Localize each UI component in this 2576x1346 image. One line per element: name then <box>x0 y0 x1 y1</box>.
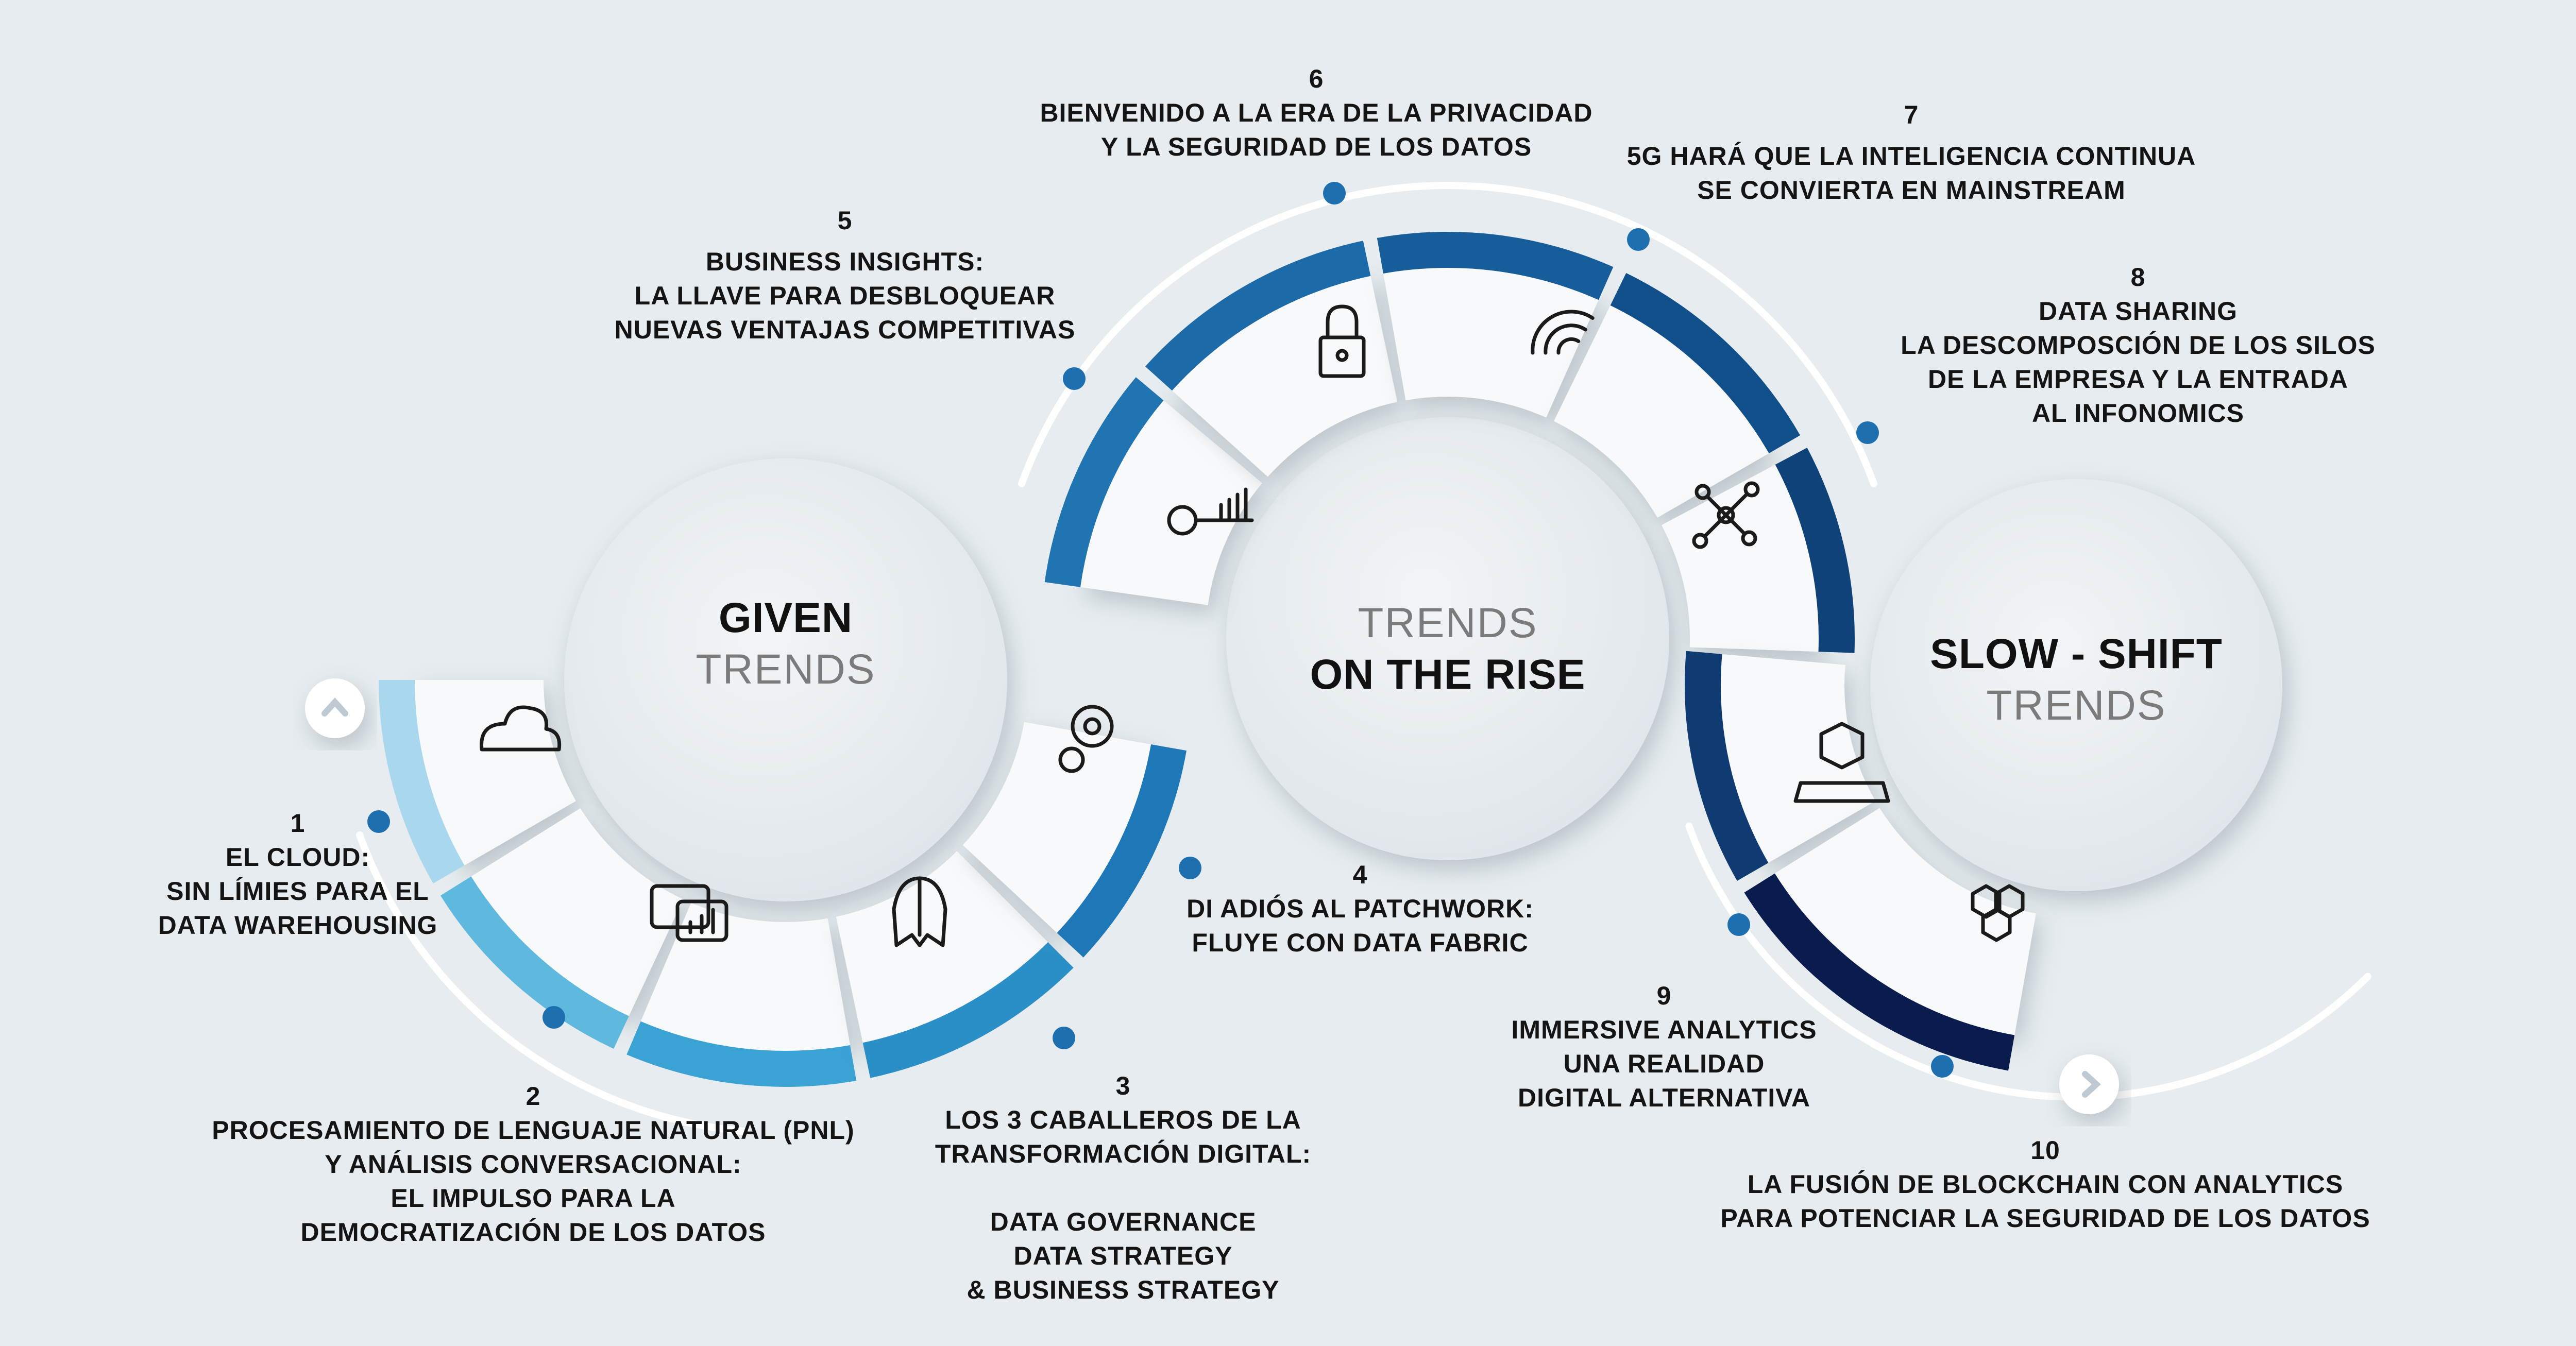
network-icon <box>1692 481 1760 549</box>
trend-label-4: 4 DI ADIÓS AL PATCHWORK: FLUYE CON DATA … <box>1187 860 1534 957</box>
segment-panel-12 <box>1774 808 2036 1035</box>
trend-label-6: 6 BIENVENIDO A LA ERA DE LA PRIVACIDAD Y… <box>1040 64 1593 161</box>
segment-band-10 <box>1775 448 1855 653</box>
start-arrow-icon <box>305 678 365 738</box>
segment-panel-6 <box>1080 400 1262 605</box>
lock-icon <box>1318 304 1366 378</box>
trend-label-10: 10 LA FUSIÓN DE BLOCKCHAIN CON ANALYTICS… <box>1720 1136 2370 1233</box>
key-chart-icon <box>1167 487 1254 536</box>
knight-helmet-icon <box>892 876 947 947</box>
cloud-icon <box>480 705 562 752</box>
trend-label-7: 7 5G HARÁ QUE LA INTELIGENCIA CONTINUA S… <box>1626 100 2196 205</box>
segment-panel-5 <box>962 722 1151 933</box>
hub-slow <box>1870 479 2282 891</box>
marker-dot-4 <box>1179 857 1201 879</box>
segment-band-1 <box>379 680 465 883</box>
5g-signal-icon <box>1531 310 1595 355</box>
marker-dot-7 <box>1627 228 1650 251</box>
marker-dot-3 <box>1053 1027 1075 1049</box>
segment-panel-3 <box>640 902 851 1051</box>
guide-arc-slow <box>1685 822 2371 1101</box>
segment-panel-4 <box>836 851 1048 1043</box>
segment-panel-9 <box>1554 305 1769 518</box>
trend-label-5: 5 BUSINESS INSIGHTS: LA LLAVE PARA DESBL… <box>614 206 1076 344</box>
segment-panel-7 <box>1172 276 1398 477</box>
guide-arc-given <box>356 831 750 1135</box>
trend-label-2: 2 PROCESAMIENTO DE LENGUAJE NATURAL (PNL… <box>212 1082 855 1247</box>
marker-dot-1 <box>367 810 390 833</box>
trend-label-8: 8 DATA SHARING LA DESCOMPOSCIÓN DE LOS S… <box>1901 263 2376 428</box>
group-title-rise: TRENDS ON THE RISE <box>1310 600 1586 698</box>
hub-rise <box>1226 417 1669 860</box>
guide-arc-rise <box>1018 182 1877 488</box>
blockchain-icon <box>1971 884 2025 942</box>
segment-panel-1 <box>415 680 576 865</box>
hologram-icon <box>1793 722 1890 803</box>
marker-dot-2 <box>543 1006 565 1029</box>
end-arrow-icon <box>2059 1054 2119 1114</box>
chat-chart-icon <box>650 884 728 942</box>
segment-band-4 <box>862 942 1074 1078</box>
segment-panel-11 <box>1720 654 1876 863</box>
segment-panel-8 <box>1383 268 1599 418</box>
trend-label-1: 1 EL CLOUD: SIN LÍMIES PARA EL DATA WARE… <box>158 809 438 940</box>
gears-icon <box>1058 705 1114 773</box>
marker-dot-8 <box>1856 421 1879 444</box>
segment-panel-10 <box>1661 464 1819 652</box>
trend-label-3: 3 LOS 3 CABALLEROS DE LA TRANSFORMACIÓN … <box>935 1071 1312 1304</box>
group-title-given: GIVEN TRENDS <box>696 594 876 693</box>
segment-band-9 <box>1610 272 1801 453</box>
segment-panel-2 <box>471 808 684 1016</box>
trend-label-9: 9 IMMERSIVE ANALYTICS UNA REALIDAD DIGIT… <box>1511 981 1817 1112</box>
group-title-slow: SLOW - SHIFT TRENDS <box>1930 631 2223 729</box>
marker-dot-10 <box>1931 1055 1954 1078</box>
segment-band-5 <box>1057 744 1187 958</box>
marker-dot-9 <box>1727 913 1750 936</box>
segment-band-11 <box>1685 651 1769 881</box>
segment-band-7 <box>1145 241 1371 391</box>
marker-dot-6 <box>1323 182 1346 205</box>
segment-band-8 <box>1377 231 1614 300</box>
segment-band-12 <box>1744 873 2015 1071</box>
hub-given <box>564 458 1007 901</box>
marker-dot-5 <box>1063 367 1086 390</box>
segment-band-2 <box>440 876 629 1049</box>
segment-band-3 <box>626 1021 857 1087</box>
segment-band-6 <box>1044 377 1164 587</box>
